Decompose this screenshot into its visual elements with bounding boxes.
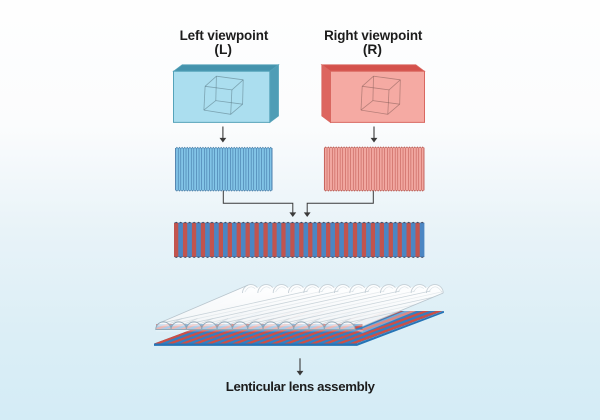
- svg-text:Lenticular lens assembly: Lenticular lens assembly: [226, 379, 376, 394]
- svg-text:Left viewpoint: Left viewpoint: [180, 28, 269, 43]
- svg-text:(L): (L): [214, 42, 232, 57]
- svg-text:(R): (R): [363, 42, 382, 57]
- svg-text:Right viewpoint: Right viewpoint: [324, 28, 423, 43]
